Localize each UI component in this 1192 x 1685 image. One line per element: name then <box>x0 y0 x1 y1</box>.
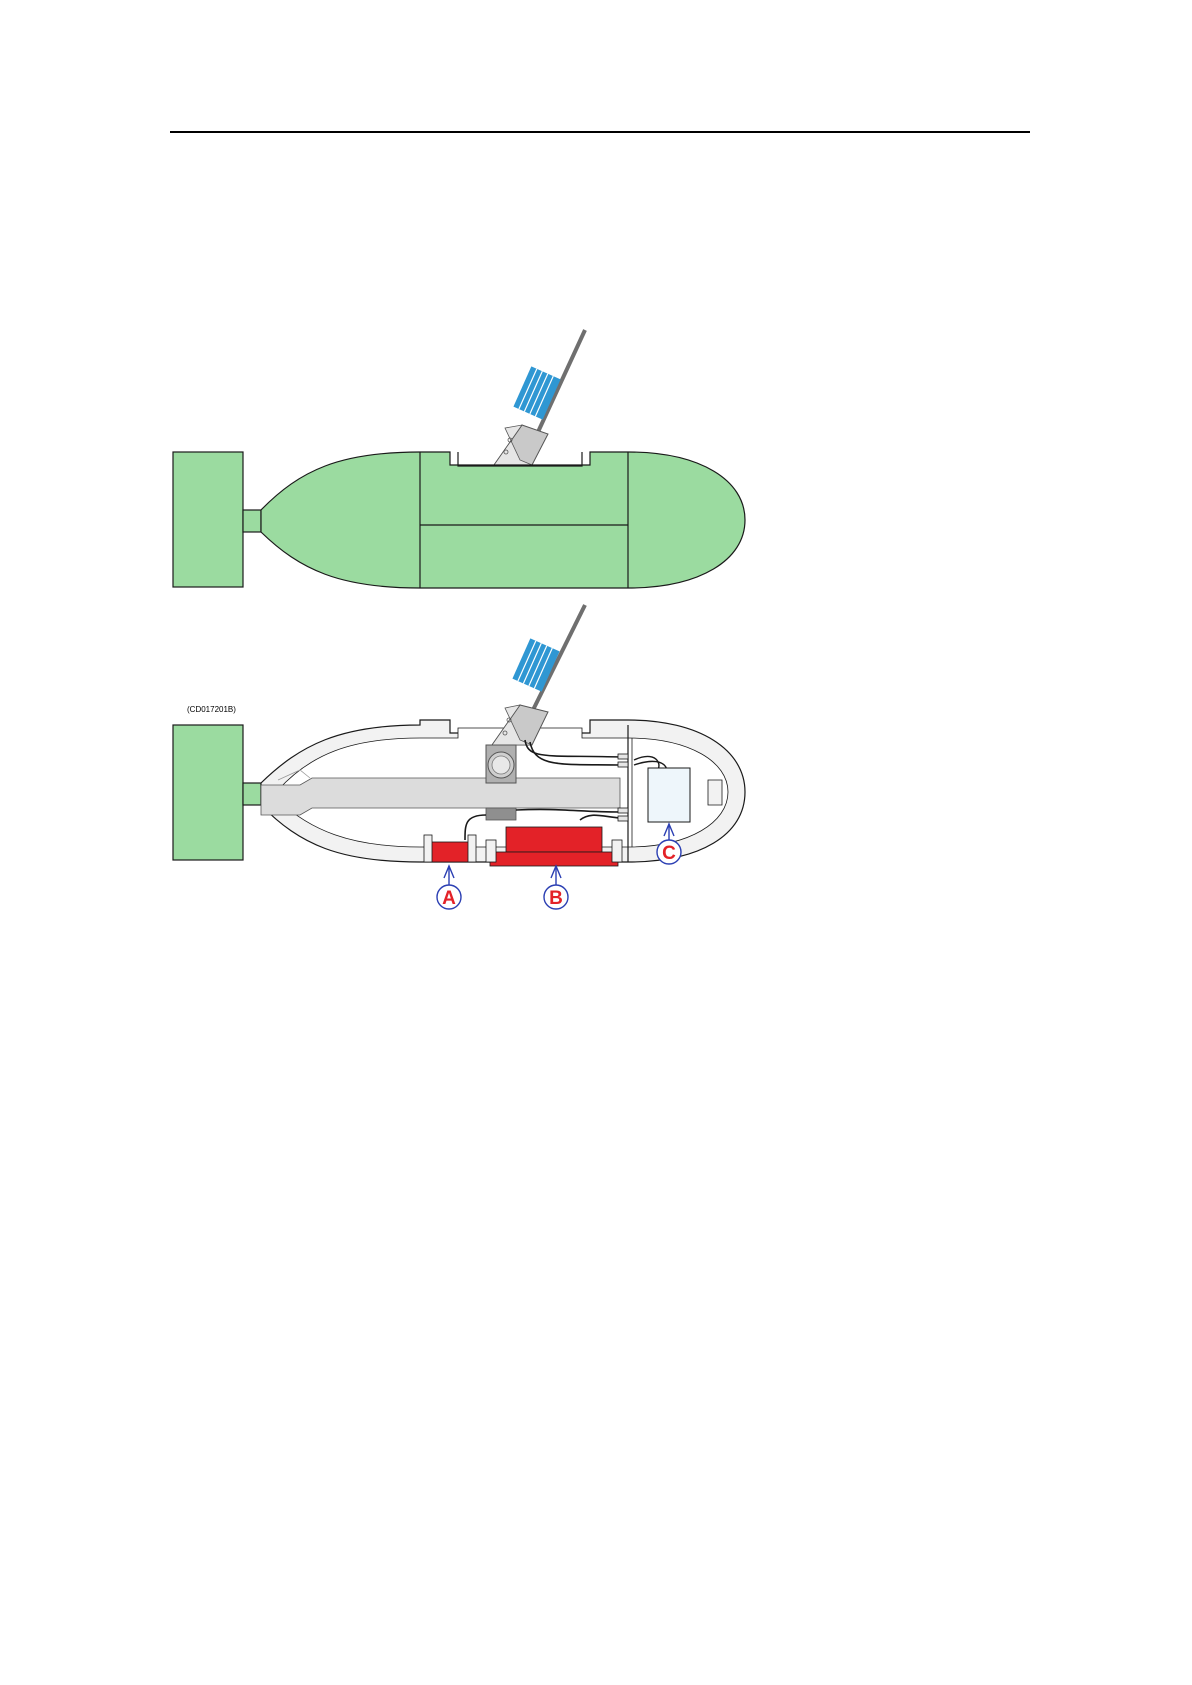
cable-marker-icon <box>513 366 560 419</box>
figure-code: (CD017201B) <box>187 705 236 714</box>
flange-neck <box>243 510 261 532</box>
cable-marker-cutaway-icon <box>512 638 559 691</box>
mounting-flange-cutaway <box>173 725 243 860</box>
cutaway-view: (CD017201B) <box>173 605 745 866</box>
callout-a: A <box>437 866 461 909</box>
callout-letter: A <box>442 888 456 909</box>
mounting-flange <box>173 452 243 587</box>
callout-letter: C <box>662 843 676 864</box>
exterior-view <box>173 330 745 588</box>
blister-hull <box>261 452 745 588</box>
component-c <box>648 768 690 822</box>
callout-b: B <box>544 866 568 909</box>
component-a <box>430 842 470 862</box>
callout-letter: B <box>549 888 563 909</box>
component-b <box>506 827 602 852</box>
